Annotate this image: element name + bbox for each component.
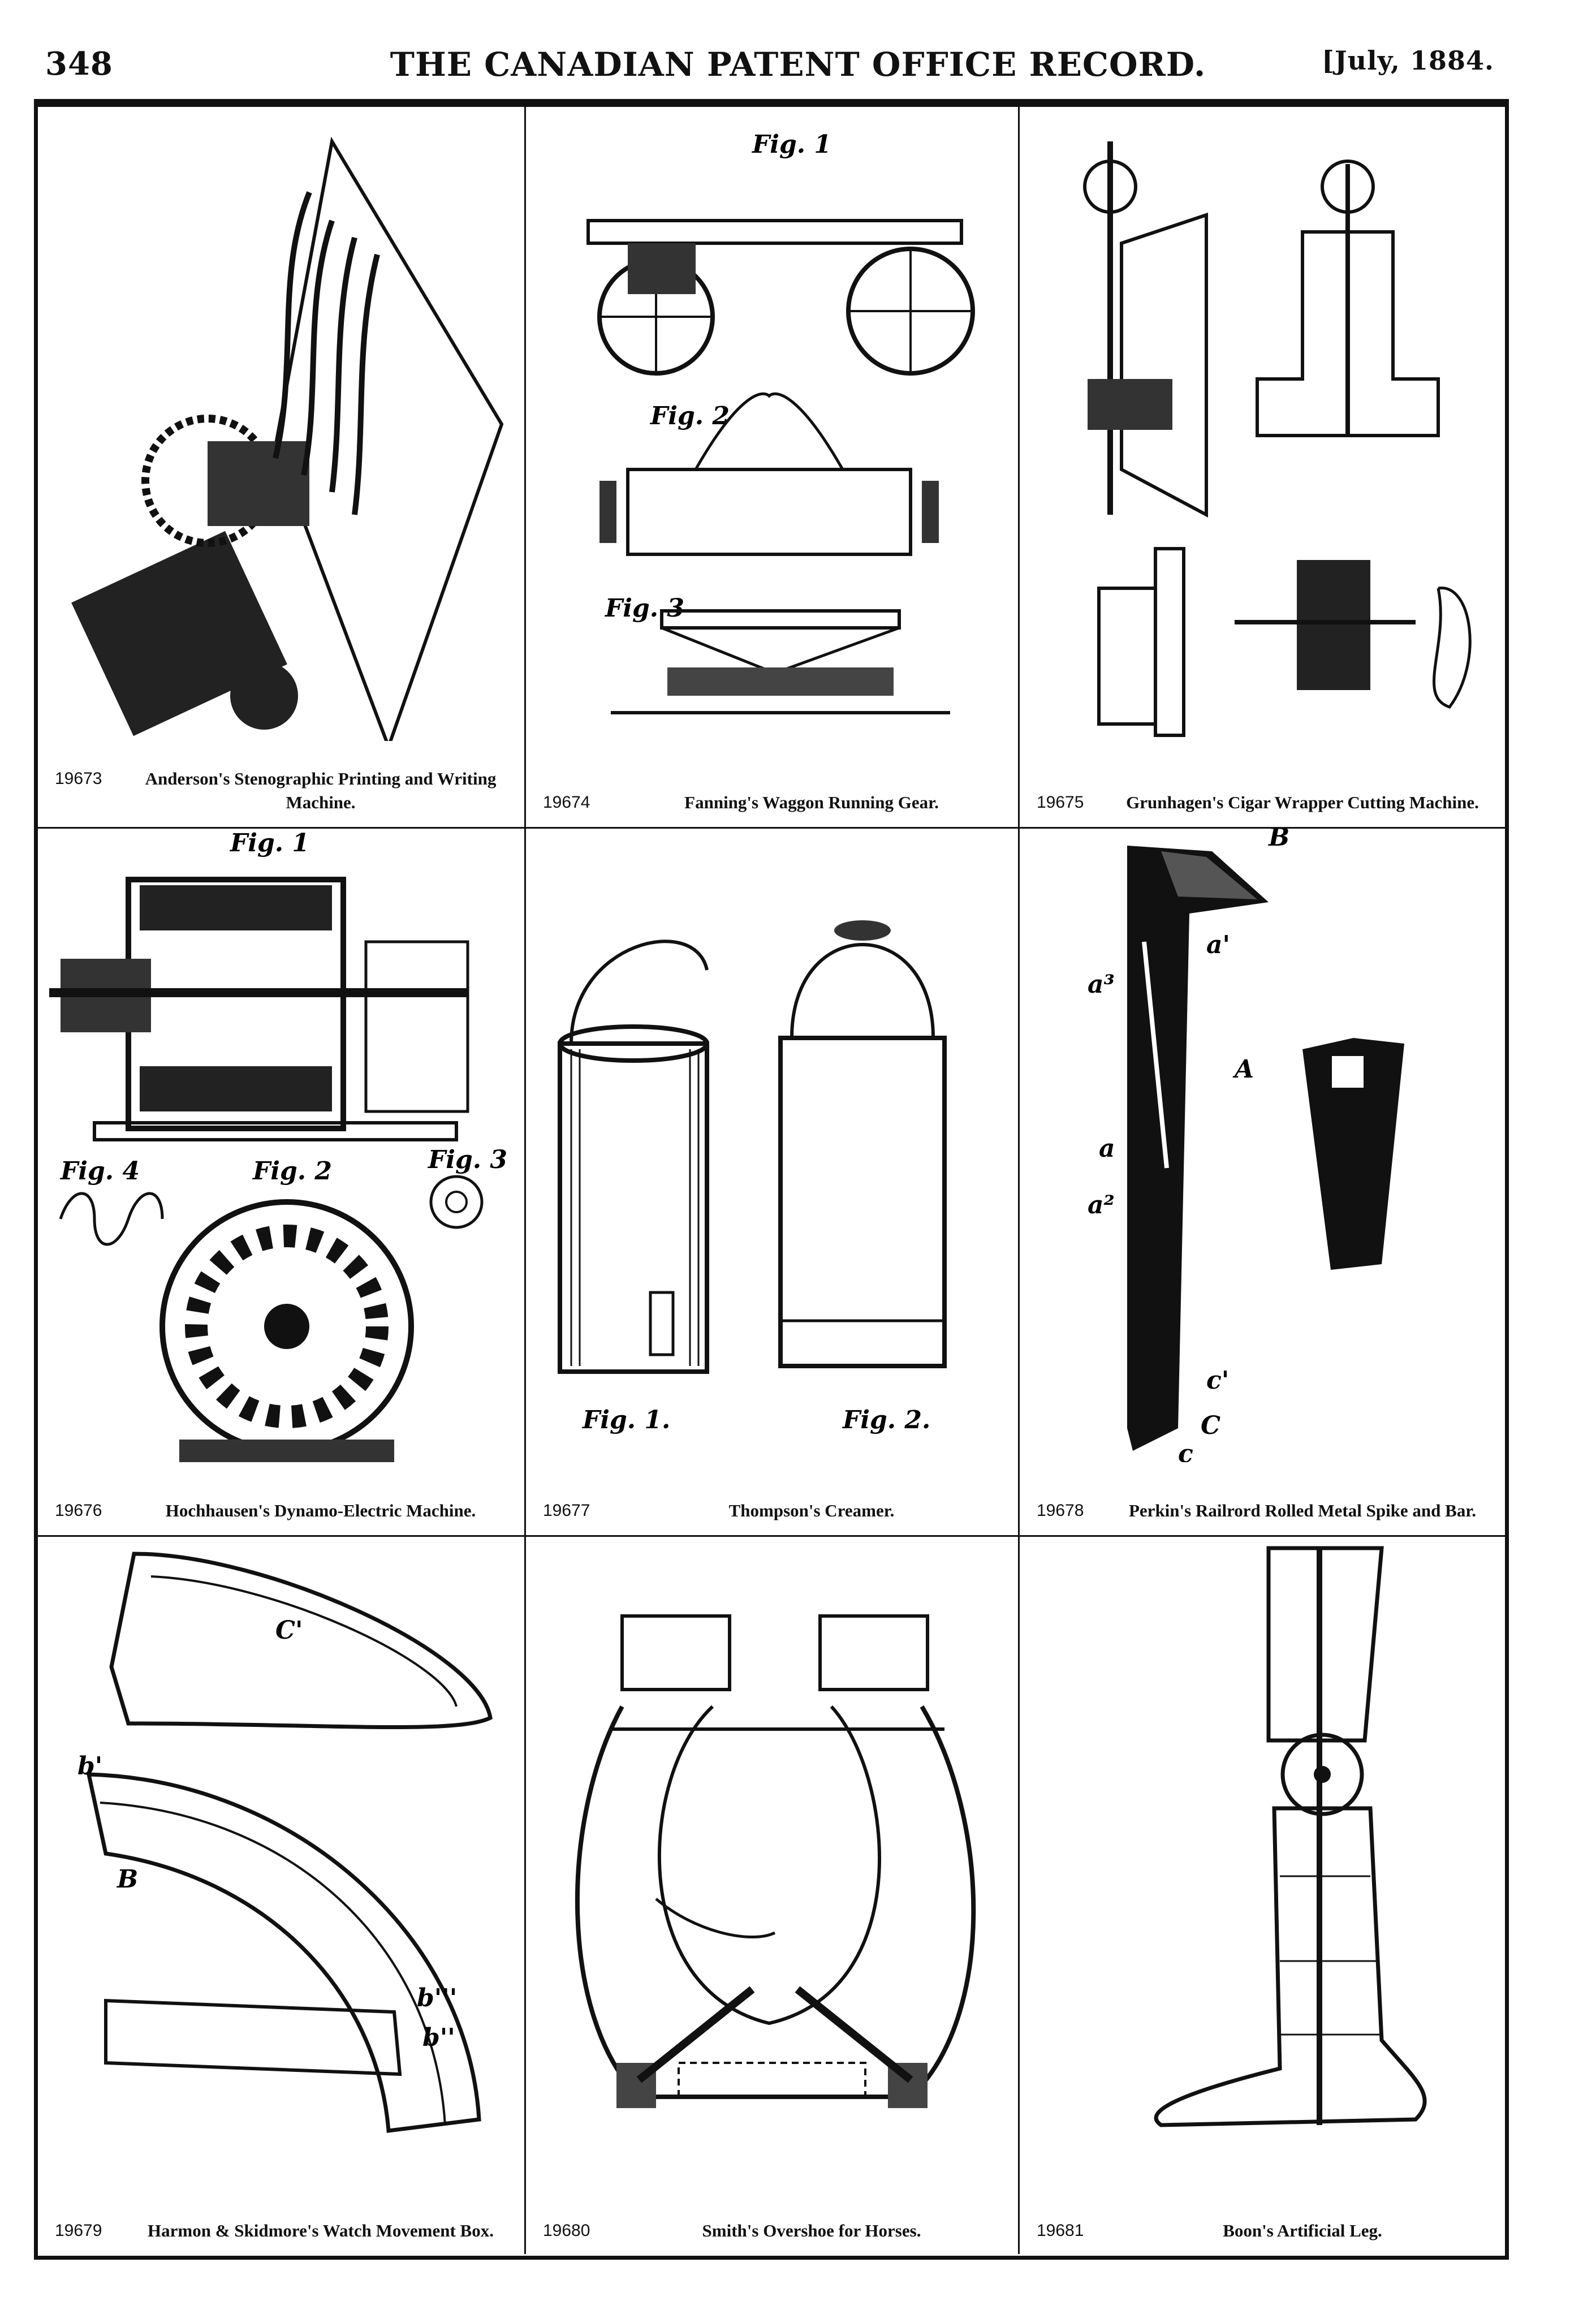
patent-title: Grunhagen's Cigar Wrapper Cutting Machin… <box>1126 792 1479 812</box>
horse-overshoe-illustration <box>575 1614 976 2108</box>
fig-label: Fig. 4 <box>59 1157 140 1186</box>
patent-title: Hochhausen's Dynamo-Electric Machine. <box>165 1501 476 1520</box>
fig-label: c <box>1178 1440 1193 1462</box>
fig-label: Fig. 1 <box>229 829 309 857</box>
fig-label: C <box>1201 1411 1220 1440</box>
patent-cell-19674: Fig. 1 Fig. 2 Fig. 3 19674 Fanning's Wag… <box>526 107 1018 827</box>
fig-label: B <box>1267 829 1289 852</box>
issue-date: [July, 1884. <box>1322 45 1494 76</box>
artificial-leg-illustration <box>1154 1546 1427 2127</box>
patent-title: Smith's Overshoe for Horses. <box>702 2221 921 2240</box>
dynamo-illustration: Fig. 1 Fig. 4 Fig. 2 Fig. 3 <box>49 829 507 1462</box>
fig-label: Fig. 2 <box>649 402 730 430</box>
column-divider <box>1018 105 1020 2254</box>
creamer-illustration: Fig. 1. Fig. 2. <box>558 920 947 1434</box>
page-number: 348 <box>45 45 113 83</box>
patent-cell-19680: 19680 Smith's Overshoe for Horses. <box>526 1537 1018 2255</box>
fig-label: Fig. 2 <box>252 1157 332 1186</box>
fig-label: Fig. 2. <box>842 1406 930 1434</box>
fig-label: a² <box>1088 1191 1115 1220</box>
patent-cell-19673: 19673 Anderson's Stenographic Printing a… <box>38 107 524 827</box>
patent-cell-19676: Fig. 1 Fig. 4 Fig. 2 Fig. 3 19676 Hochha… <box>38 829 524 1535</box>
caption: 19677 Thompson's Creamer. <box>526 1499 1018 1523</box>
patent-cell-19675: 19675 Grunhagen's Cigar Wrapper Cutting … <box>1020 107 1506 827</box>
fig-label: a' <box>1206 930 1230 959</box>
caption: 19678 Perkin's Railrord Rolled Metal Spi… <box>1020 1499 1506 1523</box>
fig-label: Fig. 3 <box>604 594 684 623</box>
fig-label: B <box>116 1865 138 1894</box>
waggon-gear-illustration: Fig. 1 Fig. 2 Fig. 3 <box>586 130 975 714</box>
patent-number: 19679 <box>55 2221 102 2240</box>
watch-box-illustration: C' B b' b''' b'' <box>77 1552 493 2133</box>
row-divider <box>37 1535 1506 1537</box>
fig-label: Fig. 1. <box>581 1406 670 1434</box>
patent-title: Perkin's Railrord Rolled Metal Spike and… <box>1128 1501 1477 1520</box>
row-divider <box>37 827 1506 829</box>
caption: 19681 Boon's Artificial Leg. <box>1020 2219 1506 2243</box>
stenographic-machine-illustration <box>71 136 504 741</box>
patent-number: 19677 <box>543 1501 590 1520</box>
caption: 19673 Anderson's Stenographic Printing a… <box>38 767 524 815</box>
patent-number: 19680 <box>543 2221 590 2240</box>
patent-title: Thompson's Creamer. <box>728 1501 895 1520</box>
fig-label: c' <box>1206 1366 1229 1395</box>
patent-cell-19679: C' B b' b''' b'' 19679 Harmon & Skidmore… <box>38 1537 524 2255</box>
cigar-cutter-illustration <box>1083 141 1472 737</box>
caption: 19679 Harmon & Skidmore's Watch Movement… <box>38 2219 524 2243</box>
column-divider <box>524 105 526 2254</box>
fig-label: b'' <box>422 2023 455 2052</box>
rail-spike-illustration: B A a' a³ a a² C c' c <box>1088 829 1404 1462</box>
caption: 19674 Fanning's Waggon Running Gear. <box>526 791 1018 815</box>
fig-label: Fig. 3 <box>427 1145 507 1174</box>
plate-frame <box>34 99 1509 2260</box>
patent-cell-19681: 19681 Boon's Artificial Leg. <box>1020 1537 1506 2255</box>
patent-title: Fanning's Waggon Running Gear. <box>684 792 939 812</box>
caption: 19680 Smith's Overshoe for Horses. <box>526 2219 1018 2243</box>
patent-cell-19678: B A a' a³ a a² C c' c 19678 Perkin's Rai… <box>1020 829 1506 1535</box>
fig-label: b''' <box>417 1984 457 2013</box>
patent-title: Harmon & Skidmore's Watch Movement Box. <box>148 2221 494 2240</box>
patent-cell-19677: Fig. 1. Fig. 2. 19677 Thompson's Creamer… <box>526 829 1018 1535</box>
patent-number: 19674 <box>543 793 590 812</box>
caption: 19675 Grunhagen's Cigar Wrapper Cutting … <box>1020 791 1506 815</box>
caption: 19676 Hochhausen's Dynamo-Electric Machi… <box>38 1499 524 1523</box>
patent-title: Anderson's Stenographic Printing and Wri… <box>145 769 497 812</box>
fig-label: A <box>1232 1055 1254 1084</box>
fig-label: C' <box>275 1616 303 1645</box>
patent-number: 19673 <box>55 769 102 788</box>
fig-label: a³ <box>1088 970 1115 999</box>
fig-label: b' <box>77 1752 102 1781</box>
patent-title: Boon's Artificial Leg. <box>1223 2221 1382 2240</box>
fig-label: Fig. 1 <box>751 130 831 159</box>
page-title: THE CANADIAN PATENT OFFICE RECORD. <box>390 45 1206 84</box>
patent-number: 19678 <box>1037 1501 1084 1520</box>
patent-number: 19675 <box>1037 793 1084 812</box>
fig-label: a <box>1099 1134 1115 1163</box>
patent-number: 19676 <box>55 1501 102 1520</box>
patent-number: 19681 <box>1037 2221 1084 2240</box>
